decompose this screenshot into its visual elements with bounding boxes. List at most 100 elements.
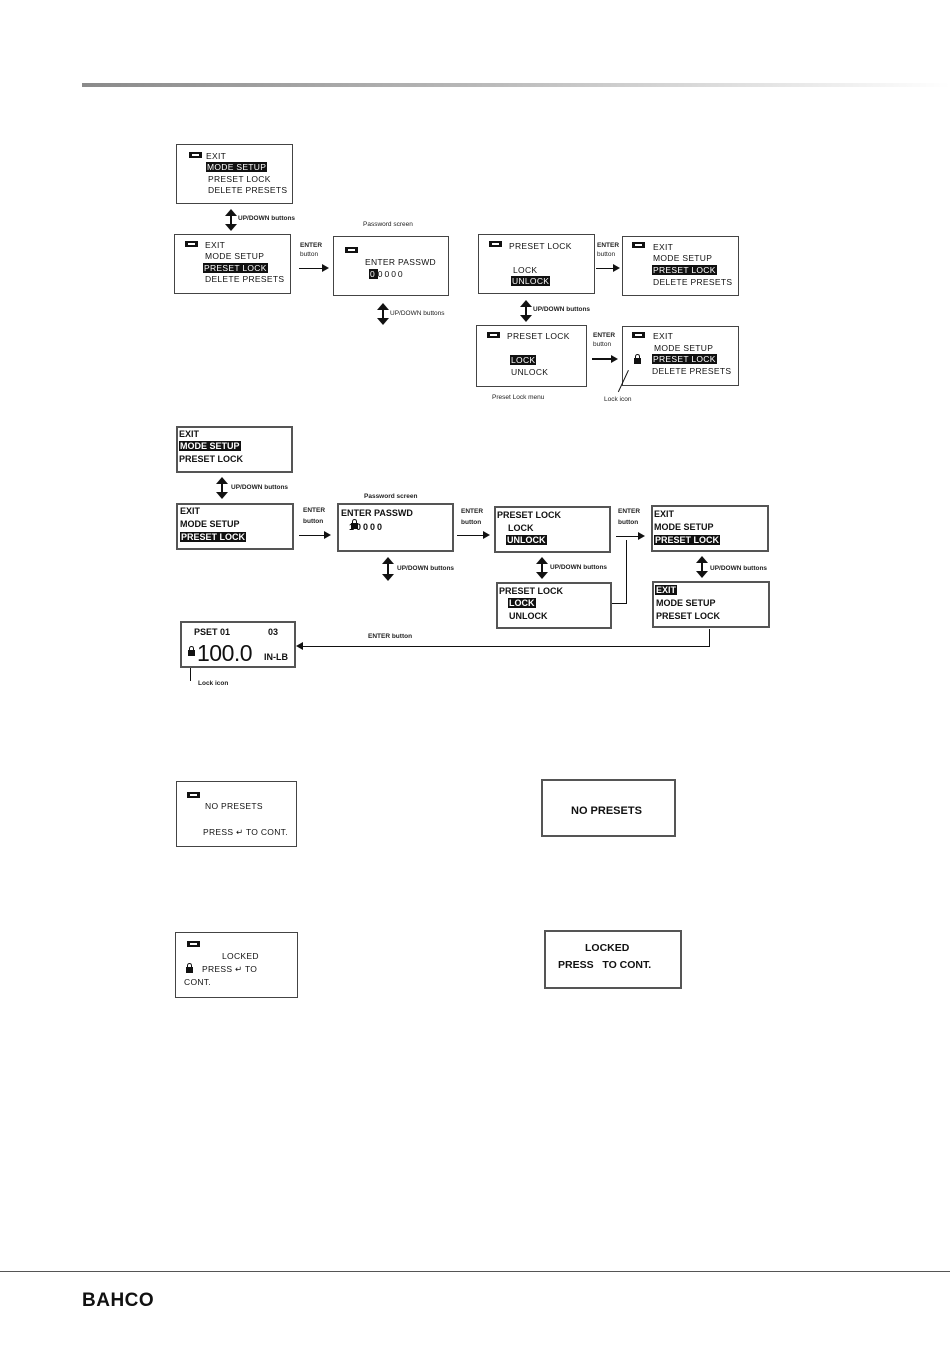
lcd2-run-screen: PSET 01 03 100.0 IN-LB	[180, 621, 296, 668]
preset-lock-title: PRESET LOCK	[509, 241, 572, 251]
menu-mode-setup: MODE SETUP	[656, 598, 716, 608]
updown-arrow-icon	[225, 209, 237, 231]
menu-exit: EXIT	[205, 240, 226, 250]
lcd2-main-menu-1: EXIT MODE SETUP PRESET LOCK	[176, 426, 293, 473]
updown-arrow-icon	[696, 556, 708, 578]
battery-icon	[632, 242, 645, 248]
menu-mode-setup: MODE SETUP	[205, 251, 265, 261]
lock-icon-caption: Lock icon	[604, 396, 632, 403]
locked-message: LOCKED	[222, 951, 259, 961]
updown-caption: UP/DOWN buttons	[231, 484, 289, 491]
preset-lock-title: PRESET LOCK	[507, 331, 570, 341]
option-lock: LOCK	[508, 598, 536, 608]
lcd2-password: ENTER PASSWD 10000	[337, 503, 454, 552]
preset-lock-menu-caption: Preset Lock menu	[492, 394, 545, 401]
enter-caption: ENTER	[618, 508, 641, 515]
updown-caption: UP/DOWN buttons	[710, 565, 768, 572]
press-enter-message: PRESS ↵ TO	[202, 964, 258, 974]
enter-caption: ENTER	[593, 332, 616, 339]
menu-preset-lock: PRESET LOCK	[652, 354, 717, 364]
lcd2-main-menu-3: EXIT MODE SETUP PRESET LOCK	[651, 505, 769, 552]
menu-mode-setup: MODE SETUP	[206, 162, 268, 172]
lcd2-no-presets: NO PRESETS	[541, 779, 676, 837]
press-enter-message: PRESS ↵ TO CONT.	[203, 827, 288, 837]
option-lock: LOCK	[508, 523, 534, 533]
updown-caption: UP/DOWN buttons	[533, 306, 591, 313]
lock-icon	[351, 519, 358, 529]
updown-caption: UP/DOWN buttons	[550, 564, 608, 571]
arrow-icon	[299, 264, 329, 272]
menu-delete-presets: DELETE PRESETS	[208, 185, 288, 195]
lcd2-preset-lock-unlock: PRESET LOCK LOCK UNLOCK	[494, 506, 611, 553]
enter-key-icon: ↵	[236, 827, 244, 837]
battery-icon	[489, 241, 502, 247]
lcd-locked: LOCKED PRESS ↵ TO CONT.	[175, 932, 298, 998]
lock-icon-pointer	[190, 668, 191, 681]
connector-line	[302, 646, 710, 647]
enter-caption: ENTER	[597, 242, 620, 249]
enter-caption: ENTER	[303, 507, 326, 514]
password-prompt: ENTER PASSWD	[341, 508, 413, 518]
header-rule	[82, 83, 950, 87]
menu-preset-lock: PRESET LOCK	[179, 454, 244, 464]
menu-delete-presets: DELETE PRESETS	[652, 366, 732, 376]
lcd-preset-lock-unlock: PRESET LOCK LOCK UNLOCK	[478, 234, 595, 294]
enter-caption: ENTER	[461, 508, 484, 515]
lock-icon	[188, 646, 195, 656]
battery-icon	[185, 241, 198, 247]
option-unlock: UNLOCK	[506, 535, 547, 545]
updown-arrow-icon	[216, 477, 228, 499]
menu-mode-setup: MODE SETUP	[180, 519, 240, 529]
option-lock: LOCK	[510, 355, 537, 365]
button-caption: button	[461, 519, 482, 526]
battery-icon	[187, 941, 200, 947]
menu-preset-lock: PRESET LOCK	[180, 532, 247, 542]
no-presets-message: NO PRESETS	[205, 801, 263, 811]
lcd2-main-menu-2: EXIT MODE SETUP PRESET LOCK	[176, 503, 294, 550]
lock-icon	[186, 963, 193, 973]
enter-caption: ENTER	[300, 242, 323, 249]
no-presets-message: NO PRESETS	[571, 805, 642, 817]
lock-icon	[634, 354, 641, 364]
enter-button-caption: ENTER button	[368, 633, 413, 640]
battery-icon	[345, 247, 358, 253]
menu-preset-lock: PRESET LOCK	[203, 263, 268, 273]
option-unlock: UNLOCK	[511, 276, 551, 286]
menu-mode-setup: MODE SETUP	[654, 522, 714, 532]
torque-value: 100.0	[197, 640, 253, 666]
lcd-preset-lock-lock: PRESET LOCK LOCK UNLOCK	[476, 325, 587, 387]
preset-lock-title: PRESET LOCK	[499, 586, 564, 596]
menu-delete-presets: DELETE PRESETS	[205, 274, 285, 284]
battery-icon	[487, 332, 500, 338]
password-screen-caption: Password screen	[364, 493, 418, 500]
lcd-main-menu-1: EXIT MODE SETUP PRESET LOCK DELETE PRESE…	[176, 144, 293, 204]
option-unlock: UNLOCK	[511, 367, 549, 377]
menu-exit: EXIT	[180, 506, 201, 516]
preset-number: PSET 01	[194, 627, 231, 637]
password-value: 10000	[349, 522, 385, 532]
enter-key-icon: ↵	[235, 964, 243, 974]
updown-caption: UP/DOWN buttons	[397, 565, 455, 572]
updown-arrow-icon	[536, 557, 548, 579]
menu-exit: EXIT	[206, 151, 227, 161]
updown-arrow-icon	[382, 557, 394, 581]
password-value: 00000	[369, 269, 405, 279]
updown-caption: UP/DOWN buttons	[238, 215, 296, 222]
menu-mode-setup: MODE SETUP	[653, 253, 713, 263]
battery-icon	[187, 792, 200, 798]
preset-count: 03	[268, 627, 279, 637]
lcd-main-menu-locked: EXIT MODE SETUP PRESET LOCK DELETE PRESE…	[622, 326, 739, 386]
bahco-logo: BAHCO	[82, 1290, 155, 1311]
lock-icon-caption: Lock icon	[198, 680, 229, 687]
footer-rule	[0, 1271, 950, 1272]
lcd2-main-menu-4: EXIT MODE SETUP PRESET LOCK	[652, 581, 770, 628]
password-screen-caption: Password screen	[363, 221, 413, 228]
connector-line	[709, 629, 710, 647]
connector-line	[612, 603, 626, 604]
button-caption: button	[303, 518, 324, 525]
arrow-icon	[592, 355, 618, 363]
arrow-icon	[596, 264, 620, 272]
menu-exit: EXIT	[179, 429, 200, 439]
preset-lock-title: PRESET LOCK	[497, 510, 562, 520]
button-caption: button	[300, 251, 319, 258]
